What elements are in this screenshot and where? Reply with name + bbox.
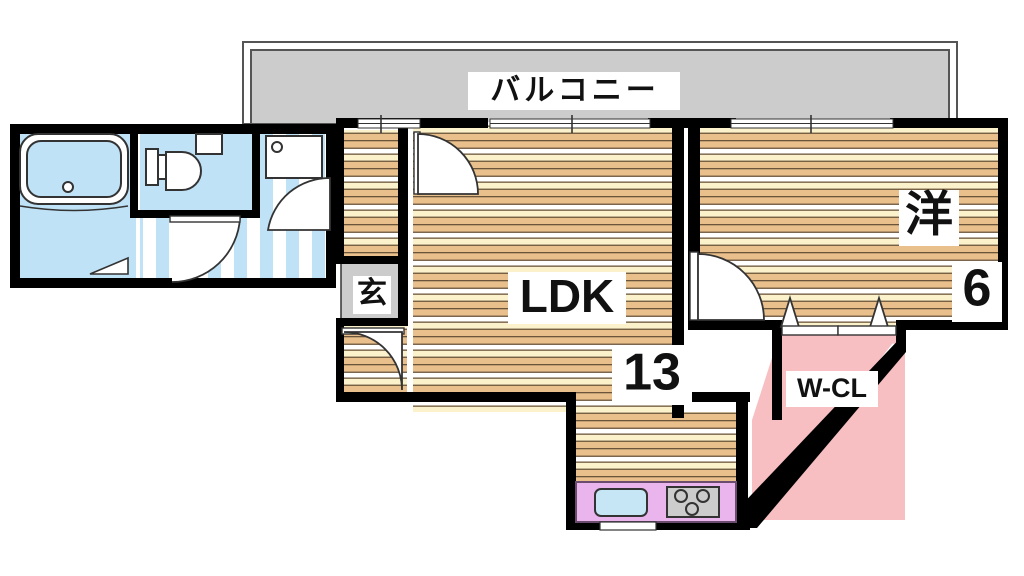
window-bedroom-balcony: [730, 115, 894, 133]
bathtub: [19, 133, 129, 212]
door-bathroom[interactable]: [89, 256, 129, 275]
toilet-fixture: [145, 148, 202, 191]
doors-walk-in-closet[interactable]: [779, 294, 897, 336]
ldk-label-group: LDK 13: [508, 270, 692, 405]
toilet-shelf: [195, 133, 223, 155]
window-ldk-small: [357, 115, 421, 133]
kitchen-counter: [575, 481, 737, 531]
entrance-label: 玄: [357, 276, 387, 310]
walk-in-closet-label: W-CL: [797, 373, 867, 403]
window-ldk-balcony: [489, 115, 651, 133]
washbasin-vanity: [265, 135, 323, 179]
door-toilet[interactable]: [169, 215, 241, 283]
western-room-size-label: 6: [963, 260, 992, 318]
windows: [357, 115, 894, 133]
entrance-label-group: 玄: [353, 276, 391, 314]
walk-in-closet-floor: [760, 330, 905, 520]
western-room-label-group: 洋 6: [899, 189, 1002, 322]
ldk-label: LDK: [520, 270, 615, 322]
balcony-label-halo: [468, 72, 680, 110]
door-entrance[interactable]: [341, 327, 405, 391]
door-ldk-hallway[interactable]: [413, 131, 479, 195]
kitchen-sink: [594, 488, 648, 517]
balcony-area: バルコニー: [242, 41, 958, 125]
walk-in-closet-label-group: W-CL: [786, 371, 878, 407]
ldk-size-label: 13: [623, 344, 681, 402]
door-washroom[interactable]: [266, 177, 331, 231]
kitchen-stove-3-burner: [666, 486, 720, 518]
door-bedroom[interactable]: [689, 251, 765, 321]
walls: [10, 118, 1008, 530]
kitchen-base-opening: [599, 521, 657, 531]
western-room-label: 洋: [905, 189, 953, 242]
balcony-label: バルコニー: [490, 74, 659, 107]
